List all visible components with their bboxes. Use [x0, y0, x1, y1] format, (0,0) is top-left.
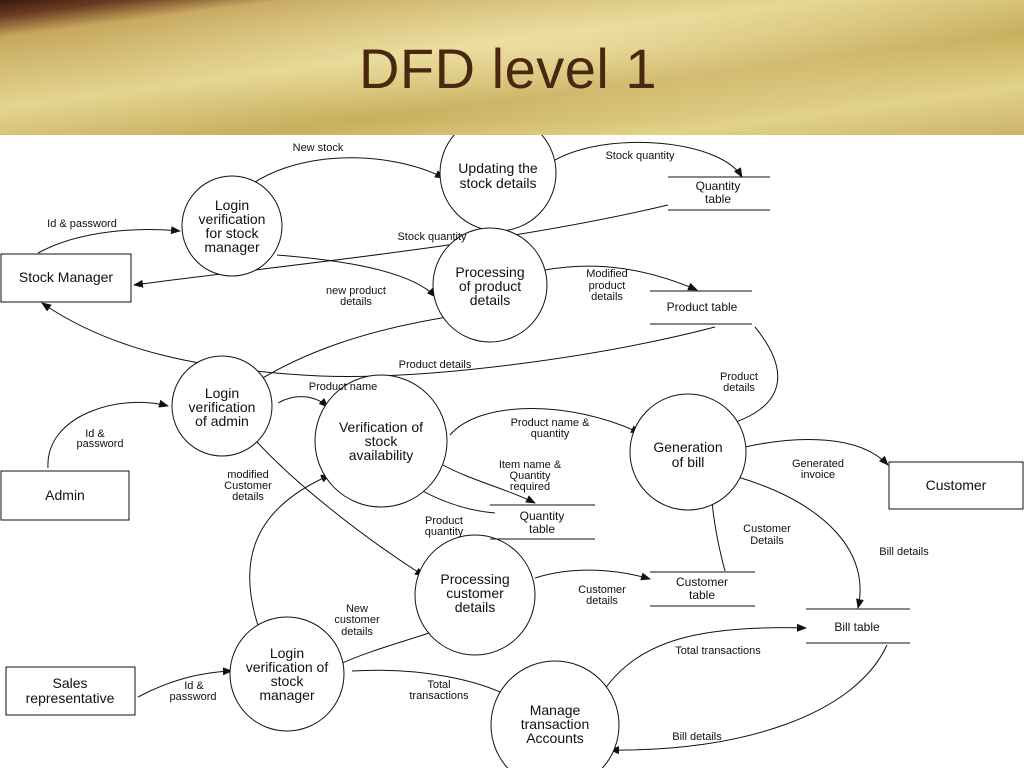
slide-header [0, 0, 1024, 135]
entity-stock-manager: Stock Manager [0, 253, 132, 303]
flow-line [715, 326, 779, 430]
entity-customer: Customer [888, 461, 1024, 510]
flow-line [47, 399, 169, 469]
entity-admin: Admin [0, 470, 130, 521]
flow-line [276, 254, 437, 298]
store-bill-table: Bill table [806, 608, 910, 644]
flow-line [247, 431, 425, 577]
svg-text:Stock Manager: Stock Manager [19, 269, 113, 285]
svg-text:Admin: Admin [45, 487, 85, 503]
flow-line [41, 302, 716, 377]
flow-line [137, 667, 233, 698]
svg-text:Bill table: Bill table [834, 620, 880, 634]
flow-label-product-name-quantity: Product name &quantity [511, 417, 591, 440]
flow-label-id-password: Id &password [169, 680, 216, 703]
flow-line [544, 265, 698, 291]
flow-line [554, 141, 743, 178]
flow-label-stock-quantity: Stock quantity [397, 231, 467, 243]
flow-label-new-stock: New stock [293, 142, 344, 154]
flow-label-stock-quantity: Stock quantity [605, 150, 675, 162]
flow-line [133, 204, 669, 288]
flow-label-bill-details: Bill details [672, 731, 722, 743]
flow-label-id-password: Id & password [47, 218, 117, 230]
flow-line [442, 464, 536, 504]
flow-line [744, 439, 889, 466]
flow-line [603, 623, 807, 691]
flow-line [37, 226, 181, 254]
flow-line [277, 396, 329, 408]
flow-label-product-name: Product name [309, 381, 377, 393]
flow-line [737, 476, 864, 609]
flow-line [237, 157, 445, 196]
flow-label-bill-details: Bill details [879, 546, 929, 558]
flow-label-total-transactions: Total transactions [675, 645, 761, 657]
flow-label-product-details: Product details [399, 359, 472, 371]
flow-line [249, 474, 331, 638]
store-product-table: Product table [650, 290, 752, 325]
flow-line [609, 644, 888, 755]
flow-label-id-password: Id &password [76, 428, 123, 450]
flow-line [449, 408, 641, 436]
svg-text:Customer: Customer [926, 477, 987, 493]
slide-title: DFD level 1 [358, 37, 658, 100]
svg-text:Product table: Product table [667, 300, 738, 314]
flow-line [534, 569, 651, 581]
flow-line [255, 312, 461, 383]
